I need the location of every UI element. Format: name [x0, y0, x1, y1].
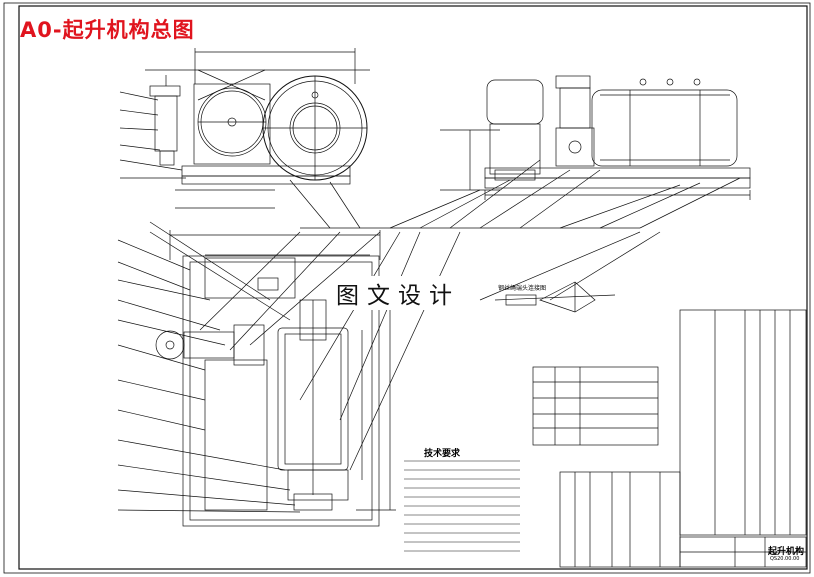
- title-block: [679, 536, 807, 568]
- tech-requirements-lines: [404, 460, 520, 552]
- title-block-name: 起升机构: [768, 547, 805, 557]
- watermark-text: 图文设计: [330, 276, 466, 310]
- side-view: [119, 48, 370, 209]
- parts-list: [679, 309, 807, 536]
- drawing-number: QS20.00.00: [770, 556, 800, 562]
- front-view: [440, 75, 751, 200]
- detail-caption: 钢丝绳端头连接图: [498, 285, 547, 292]
- plan-view: [117, 230, 396, 527]
- inner-frame: [18, 5, 808, 570]
- technical-requirements-heading: 技术要求: [424, 449, 461, 459]
- outer-border: [3, 2, 811, 574]
- parameters-table: [532, 366, 659, 446]
- rope-end-detail: [494, 281, 616, 313]
- drawing-title: A0-起升机构总图: [20, 18, 195, 42]
- parts-list-bottom: [559, 471, 681, 568]
- balloon-leaders: [149, 159, 741, 471]
